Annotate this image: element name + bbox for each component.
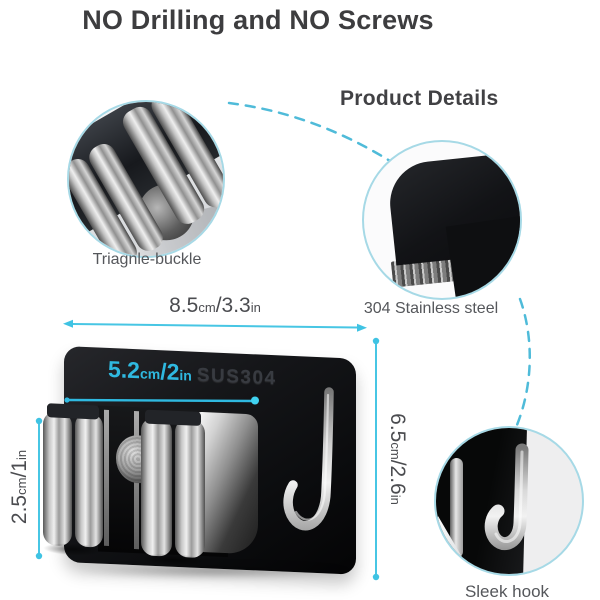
gripper-roller-left xyxy=(43,411,103,548)
material-mark: SUS304 xyxy=(196,364,277,390)
dot-icon xyxy=(35,417,43,425)
height-dimension: 6.5cm/2.6in xyxy=(385,413,409,505)
height-inch-unit: in xyxy=(388,494,403,505)
roller-height-cm-unit: cm xyxy=(14,477,29,495)
roller-height-inch: /1 xyxy=(8,460,31,478)
callout-triangle-buckle xyxy=(67,100,225,258)
width-cm: 8.5 xyxy=(169,294,199,317)
inner-width-cm: 5.2 xyxy=(108,355,140,384)
width-cm-unit: cm xyxy=(198,300,216,315)
section-heading: Product Details xyxy=(340,87,499,110)
inner-width-text: 5.2cm/2in xyxy=(108,356,192,387)
width-dimension: 8.5cm/3.3in xyxy=(105,294,325,318)
stainless-plate-fill xyxy=(445,214,520,298)
width-inch-unit: in xyxy=(250,300,261,315)
page-title: NO Drilling and NO Screws xyxy=(82,5,434,35)
height-cm: 6.5 xyxy=(386,413,409,443)
triangle-buckle-photo xyxy=(69,102,223,256)
dashed-connector-top xyxy=(227,101,409,174)
height-inch: /2.6 xyxy=(386,459,409,495)
plate-shadow xyxy=(74,563,354,579)
triangle-buckle-label: Triagnle-buckle xyxy=(92,251,202,268)
sleek-hook-label: Sleek hook xyxy=(464,582,550,600)
gripper-roller-right xyxy=(141,417,205,559)
sleek-hook-icon xyxy=(484,443,529,551)
inner-width-cm-unit: cm xyxy=(139,365,161,383)
inner-width-inch-unit: in xyxy=(179,367,192,384)
buckle-scene xyxy=(69,102,223,256)
arrow-right-icon xyxy=(357,323,367,332)
inner-width-dimension: 5.2cm/2in SUS304 xyxy=(108,356,277,390)
chrome-strip xyxy=(104,409,109,546)
width-inch: /3.3 xyxy=(215,294,251,317)
roller-height-inch-unit: in xyxy=(14,449,29,461)
roller-height-dimension: 2.5cm/1in xyxy=(8,450,32,524)
dot-icon xyxy=(35,552,43,560)
product-plate: 5.2cm/2in SUS304 xyxy=(43,346,356,575)
dot-icon xyxy=(372,573,380,581)
stainless-steel-label: 304 Stainless steel xyxy=(363,300,499,317)
dimension-line-width xyxy=(72,323,358,329)
callout-stainless-steel xyxy=(362,140,522,300)
roller-height-cm: 2.5 xyxy=(8,494,31,525)
hook-partial-left xyxy=(450,458,463,558)
inner-width-inch: /2 xyxy=(160,358,180,386)
height-cm-unit: cm xyxy=(388,442,403,460)
callout-sleek-hook xyxy=(434,426,584,576)
arrow-left-icon xyxy=(63,319,73,328)
dot-icon xyxy=(372,337,380,345)
